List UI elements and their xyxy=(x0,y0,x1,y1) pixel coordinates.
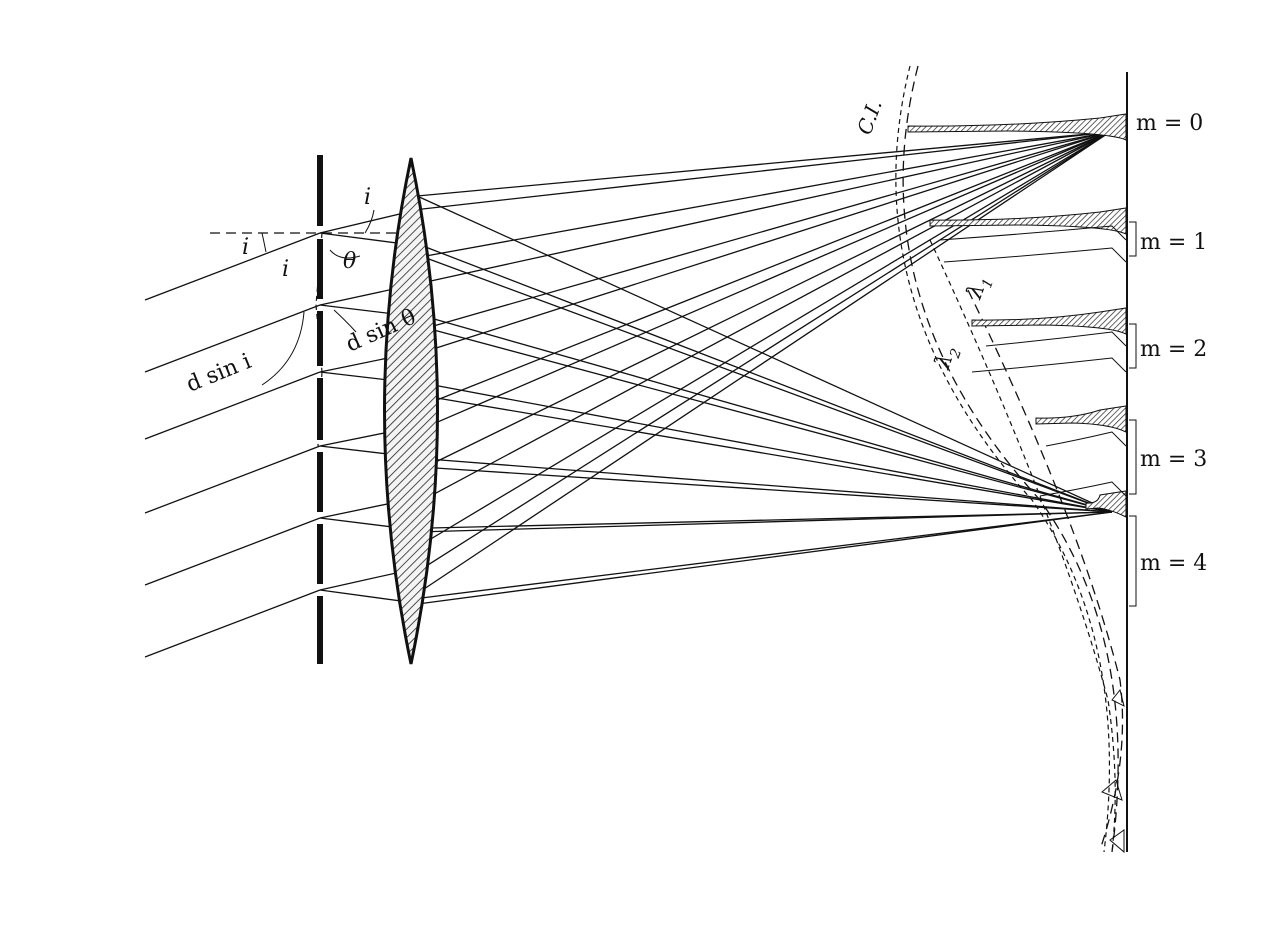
order-peak xyxy=(971,307,1127,335)
focused-ray xyxy=(434,131,1111,349)
focused-ray xyxy=(419,131,1111,210)
focused-ray xyxy=(430,511,1113,529)
secondary-envelope xyxy=(943,247,1127,263)
incident-ray xyxy=(144,445,321,514)
focused-ray xyxy=(422,131,1111,591)
order-bracket xyxy=(1129,515,1137,607)
marker-1 xyxy=(1111,688,1125,707)
incident-rays xyxy=(144,232,321,658)
order-peak xyxy=(907,113,1127,141)
incident-ray xyxy=(144,232,321,301)
label-ci: C.I. xyxy=(852,96,887,137)
label-lambda1: λ1 xyxy=(962,272,997,304)
focused-ray xyxy=(436,131,1111,401)
focused-ray xyxy=(436,385,1113,513)
label-angle-theta: θ xyxy=(343,249,356,274)
label-angle-i-lower: i xyxy=(282,257,289,282)
leader-d-sin-i xyxy=(261,311,305,386)
focused-ray xyxy=(425,257,1113,513)
focused-ray xyxy=(428,131,1111,541)
label-order-4: m = 4 xyxy=(1140,551,1207,576)
focused-ray xyxy=(432,318,1113,513)
order-peak xyxy=(1035,405,1127,433)
focused-ray xyxy=(436,397,1113,513)
angle-arc-i-top xyxy=(364,209,375,234)
label-lambda2: λ2 xyxy=(930,342,965,374)
focused-ray xyxy=(433,131,1111,495)
order-bracket xyxy=(1129,419,1137,495)
order-brackets xyxy=(1129,221,1137,607)
marker-2 xyxy=(1101,779,1123,801)
label-angle-i-top: i xyxy=(364,185,371,210)
order-peak xyxy=(929,207,1127,235)
secondary-envelope xyxy=(939,225,1127,241)
focused-ray xyxy=(428,131,1111,282)
focused-ray xyxy=(433,131,1111,327)
focused-ray xyxy=(420,511,1113,605)
lambda1-curve xyxy=(967,289,1124,851)
focused-rays xyxy=(416,131,1113,605)
circle-of-illumination-2 xyxy=(895,65,1111,853)
leader-d-sin-theta xyxy=(333,309,357,333)
incident-ray xyxy=(144,589,321,658)
focused-ray xyxy=(436,131,1111,423)
focused-ray xyxy=(435,467,1113,513)
focused-ray xyxy=(435,131,1111,463)
focused-ray xyxy=(435,459,1113,513)
label-d-sin-i: d sin i xyxy=(183,349,255,398)
label-angle-i-left: i xyxy=(242,235,249,260)
focused-ray xyxy=(416,195,1113,513)
label-order-1: m = 1 xyxy=(1140,230,1207,255)
label-order-3: m = 3 xyxy=(1140,447,1207,472)
incident-ray xyxy=(144,304,321,373)
marker-3 xyxy=(1109,829,1125,854)
converging-lens xyxy=(383,157,439,665)
secondary-envelope xyxy=(1045,431,1127,447)
focused-ray xyxy=(433,329,1113,513)
focused-ray xyxy=(421,511,1113,599)
focused-ray xyxy=(425,131,1111,567)
angle-arc-i-left xyxy=(261,232,267,253)
focused-ray xyxy=(417,131,1111,197)
incident-ray xyxy=(144,517,321,586)
incident-ray xyxy=(144,371,321,440)
angle-arc-theta xyxy=(329,249,361,259)
secondary-envelope xyxy=(1039,481,1127,497)
screen-markers xyxy=(1101,688,1125,854)
secondary-envelope xyxy=(985,331,1127,347)
order-peaks xyxy=(907,113,1127,518)
order-peak xyxy=(1085,490,1127,518)
order-bracket xyxy=(1129,323,1137,369)
lambda2-curve xyxy=(929,239,1116,853)
focused-ray xyxy=(425,131,1111,257)
circle-of-illumination xyxy=(902,65,1119,853)
focused-ray xyxy=(424,246,1113,513)
order-bracket xyxy=(1129,221,1137,257)
secondary-envelope xyxy=(971,357,1127,373)
label-order-0: m = 0 xyxy=(1136,111,1203,136)
label-order-2: m = 2 xyxy=(1140,337,1207,362)
